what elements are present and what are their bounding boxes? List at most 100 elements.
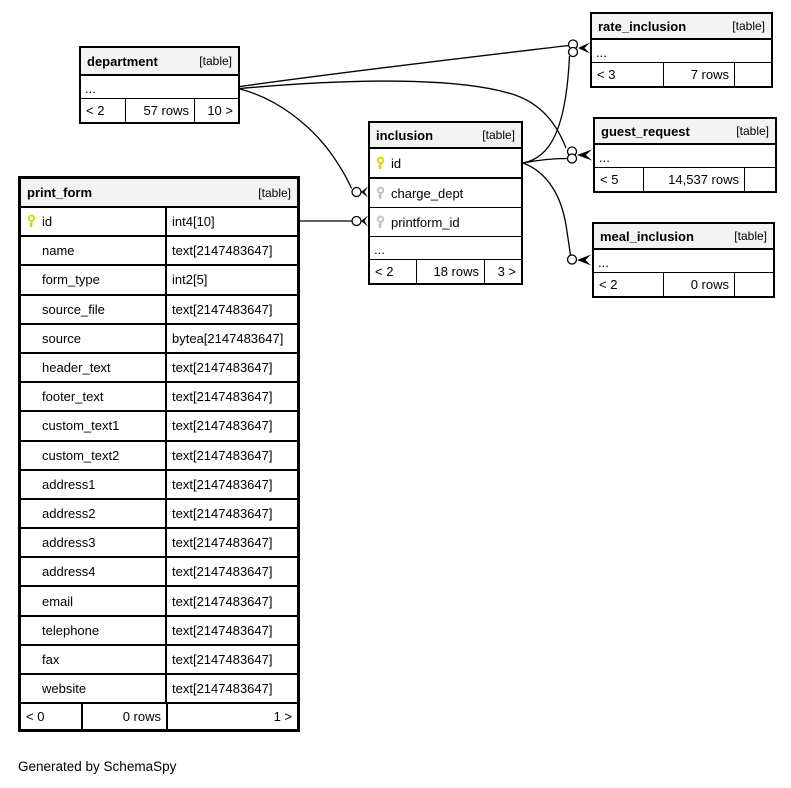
parent-count: < 2 <box>370 260 417 283</box>
parent-count: < 2 <box>594 273 664 296</box>
column-type: text[2147483647] <box>172 301 273 317</box>
column-row-email: email text[2147483647] <box>21 587 297 617</box>
column-row-custom-text2: custom_text2 text[2147483647] <box>21 441 297 471</box>
table-badge: [table] <box>258 185 291 200</box>
column-row-custom-text1: custom_text1 text[2147483647] <box>21 412 297 442</box>
column-row-address3: address3 text[2147483647] <box>21 529 297 559</box>
column-name: fax <box>42 651 60 667</box>
foreign-key-icon <box>375 186 391 201</box>
table-header: inclusion [table] <box>370 123 521 149</box>
table-footer: < 5 14,537 rows <box>595 168 775 191</box>
fk-line-inclusion-rate-inclusion <box>522 55 571 164</box>
column-type: int4[10] <box>172 214 215 230</box>
primary-key-icon <box>375 156 391 171</box>
table-header: rate_inclusion [table] <box>592 14 771 40</box>
table-department[interactable]: department [table] ... < 2 57 rows 10 > <box>79 46 240 124</box>
columns-ellipsis: ... <box>595 145 775 168</box>
nullable-dot <box>351 186 362 198</box>
parent-count: < 5 <box>595 168 644 191</box>
table-name[interactable]: inclusion <box>376 127 434 143</box>
table-meal-inclusion[interactable]: meal_inclusion [table] ... < 2 0 rows <box>592 222 775 298</box>
child-count <box>735 273 773 296</box>
foreign-key-icon <box>375 215 391 230</box>
column-type: text[2147483647] <box>172 651 273 667</box>
table-footer: < 2 57 rows 10 > <box>81 99 238 122</box>
table-header: print_form [table] <box>21 179 297 208</box>
column-type: text[2147483647] <box>172 389 273 405</box>
row-count: 7 rows <box>664 63 735 86</box>
column-row-address4: address4 text[2147483647] <box>21 558 297 588</box>
column-row-charge-dept: charge_dept <box>370 179 521 208</box>
table-name[interactable]: department <box>87 53 158 69</box>
table-name[interactable]: meal_inclusion <box>600 228 694 244</box>
fk-line-department-guest-request <box>239 80 567 149</box>
column-type: text[2147483647] <box>172 593 273 609</box>
nullable-dot <box>566 254 578 265</box>
column-name: header_text <box>42 360 111 376</box>
column-type: text[2147483647] <box>172 418 273 434</box>
column-name: email <box>42 593 74 609</box>
table-inclusion[interactable]: inclusion [table] id charge_dept <box>368 121 523 285</box>
child-count <box>735 63 771 86</box>
table-footer: < 3 7 rows <box>592 63 771 86</box>
nullable-dot <box>567 46 579 58</box>
column-type: text[2147483647] <box>172 360 273 376</box>
column-name: address4 <box>42 564 96 580</box>
column-name: footer_text <box>42 389 104 405</box>
column-name: custom_text1 <box>42 418 120 434</box>
column-name: website <box>42 681 87 697</box>
column-name: charge_dept <box>391 185 464 201</box>
table-name[interactable]: print_form <box>27 185 92 200</box>
table-footer: < 2 18 rows 3 > <box>370 260 521 283</box>
fk-line-department-rate-inclusion <box>239 44 569 88</box>
column-name: source_file <box>42 301 105 317</box>
column-name: telephone <box>42 622 100 638</box>
column-type: text[2147483647] <box>172 505 273 521</box>
row-count: 0 rows <box>664 273 735 296</box>
row-count: 18 rows <box>417 260 485 283</box>
table-badge: [table] <box>732 19 765 33</box>
crowfoot-arrow <box>361 186 368 198</box>
row-count: 14,537 rows <box>644 168 745 191</box>
table-footer: < 0 0 rows 1 > <box>21 704 297 729</box>
table-name[interactable]: rate_inclusion <box>598 18 687 34</box>
column-name: address3 <box>42 535 96 551</box>
column-type: text[2147483647] <box>172 535 273 551</box>
generated-by-note: Generated by SchemaSpy <box>18 759 177 774</box>
column-row-name: name text[2147483647] <box>21 237 297 267</box>
crowfoot-arrow <box>578 42 590 54</box>
table-header: guest_request [table] <box>595 119 775 145</box>
table-guest-request[interactable]: guest_request [table] ... < 5 14,537 row… <box>593 117 777 193</box>
child-count <box>745 168 775 191</box>
column-name: address1 <box>42 476 96 492</box>
child-count: 10 > <box>207 103 233 118</box>
column-row-source: source bytea[2147483647] <box>21 324 297 354</box>
fk-line-inclusion-guest-request <box>522 157 568 164</box>
row-count: 0 rows <box>83 704 168 729</box>
column-name: source <box>42 330 82 346</box>
table-print-form[interactable]: print_form [table] id int4[10] name text… <box>18 176 300 732</box>
column-type: text[2147483647] <box>172 681 273 697</box>
crowfoot-arrow <box>577 149 592 161</box>
column-row-id: id int4[10] <box>21 208 297 238</box>
column-type: text[2147483647] <box>172 564 273 580</box>
primary-key-icon <box>26 214 42 229</box>
table-badge: [table] <box>482 128 515 142</box>
nullable-dot <box>351 215 362 227</box>
parent-count: < 2 <box>81 99 126 122</box>
table-rate-inclusion[interactable]: rate_inclusion [table] ... < 3 7 rows <box>590 12 773 88</box>
columns-ellipsis: ... <box>370 237 521 260</box>
table-name[interactable]: guest_request <box>601 123 690 139</box>
column-name: name <box>42 243 75 259</box>
column-type: text[2147483647] <box>172 447 273 463</box>
column-name: custom_text2 <box>42 447 120 463</box>
column-name: id <box>391 155 402 171</box>
column-row-header-text: header_text text[2147483647] <box>21 353 297 384</box>
column-name: form_type <box>42 272 100 288</box>
table-badge: [table] <box>199 54 232 68</box>
fk-line-department-inclusion <box>239 88 353 189</box>
column-row-fax: fax text[2147483647] <box>21 645 297 675</box>
column-type: text[2147483647] <box>172 243 273 259</box>
